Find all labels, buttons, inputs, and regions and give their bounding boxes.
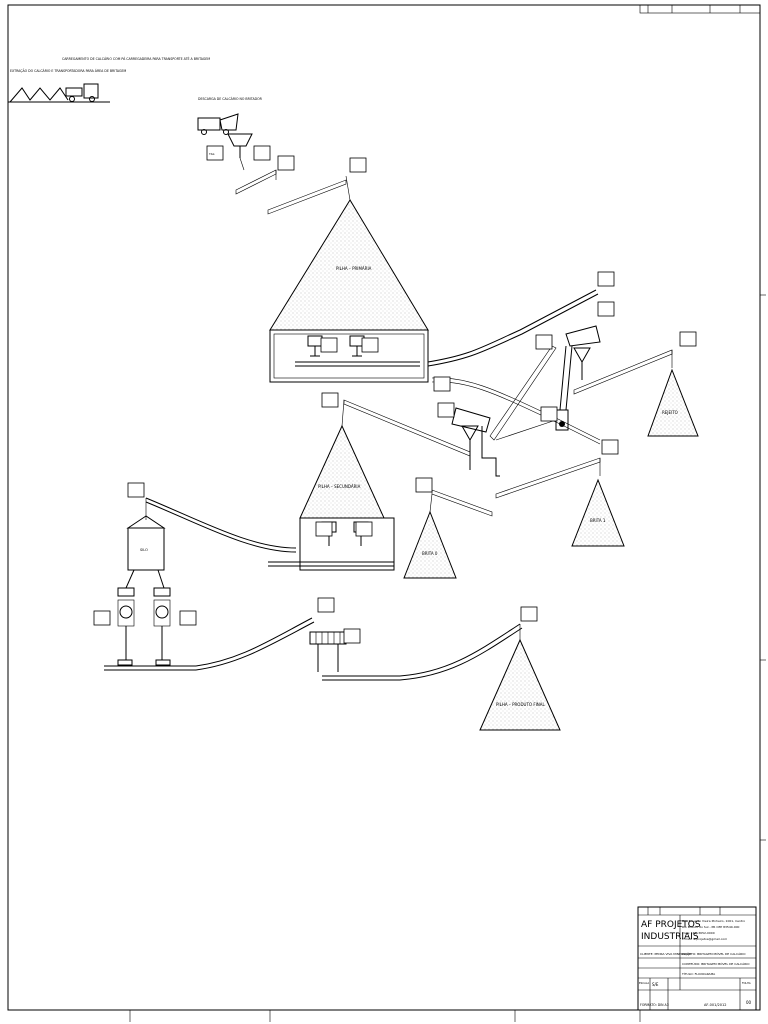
title-block: AF PROJETOS INDUSTRIAIS Rua Eduardo Viei… [637, 906, 757, 1011]
reject-pile: REJEITO [573, 349, 699, 437]
conveyor-primary-out [427, 289, 601, 445]
secondary-pile-label: PILHA – SECUNDÁRIA [318, 484, 361, 489]
brita1-pile: BRITA 1 [495, 457, 625, 547]
conveyor-to-secondary [341, 399, 471, 457]
silo-label: SILO [140, 548, 148, 552]
company-address-2: Rio Branco do Sul - PR CEP 83540-000 [682, 925, 740, 929]
drawing-number: AF-001/2012 [704, 1003, 726, 1007]
secondary-pile: PILHA – SECUNDÁRIA [268, 424, 395, 571]
content-label: CONTEÚDO: BRITAGEM MÓVEL DE CALCÁRIO [682, 961, 750, 966]
silo: SILO [104, 515, 196, 671]
quarry-note: EXTRAÇÃO DO CALCÁRIO E TRANSPORTADORA PA… [10, 68, 127, 73]
second-screen: BRITA 0 [403, 407, 500, 579]
final-pile-label: PILHA – PRODUTO FINAL [496, 702, 546, 707]
reject-pile-label: REJEITO [662, 410, 678, 415]
loader-note: CARREGAMENTO DE CALCÁRIO COM PÁ CARREGAD… [62, 56, 210, 61]
truck-note: DESCARGA DE CALCÁRIO NO BRITADOR [198, 96, 263, 101]
tag-label: TAG [209, 152, 215, 156]
conveyor-to-rotary [195, 617, 315, 671]
primary-pile-label: PILHA – PRIMÁRIA [336, 266, 372, 271]
truck-unloading: DESCARGA DE CALCÁRIO NO BRITADOR [197, 96, 263, 158]
company-address-3: Fone: (41) 3652-0000 [682, 931, 715, 935]
loader-equipment: CARREGAMENTO DE CALCÁRIO COM PÁ CARREGAD… [62, 56, 210, 102]
brita0-pile-label: BRITA 0 [422, 551, 438, 556]
conveyor-to-final [399, 623, 523, 681]
primary-pile: PILHA – PRIMÁRIA [269, 199, 429, 383]
scale-value: S/E [652, 982, 659, 987]
sheet-border [7, 4, 766, 1022]
client-label: CLIENTE: PEDRA VIVA MINERAÇÃO [640, 951, 692, 956]
rotary-screen [309, 631, 400, 681]
conveyor-to-silo [145, 497, 297, 553]
company-address-4: E-mail: afprojetos@gmail.com [682, 937, 727, 941]
feed-conveyors [235, 157, 351, 215]
format-label: FORMATO: DIN A3 [640, 1003, 669, 1007]
company-name-line2: INDUSTRIAIS [641, 932, 699, 942]
fluxogram-label: TÍTULO: FLUXOGRAMA [681, 971, 716, 976]
final-product-pile: PILHA – PRODUTO FINAL [479, 638, 561, 731]
company-address-1: Rua Eduardo Vieira Pinheiro, 1001, Centr… [682, 919, 745, 923]
brita1-pile-label: BRITA 1 [590, 518, 606, 523]
tag-boxes: TAG [93, 145, 697, 644]
revision-number: 00 [746, 1000, 752, 1005]
quarry-extraction: EXTRAÇÃO DO CALCÁRIO E TRANSPORTADORA PA… [8, 68, 127, 103]
company-name-line1: AF PROJETOS [641, 920, 701, 930]
scale-label: ESCALA [639, 981, 649, 985]
sheet-label: FOLHA [742, 981, 751, 985]
project-label: PROJETO: BRITAGEM MÓVEL DE CALCÁRIO [682, 951, 746, 956]
